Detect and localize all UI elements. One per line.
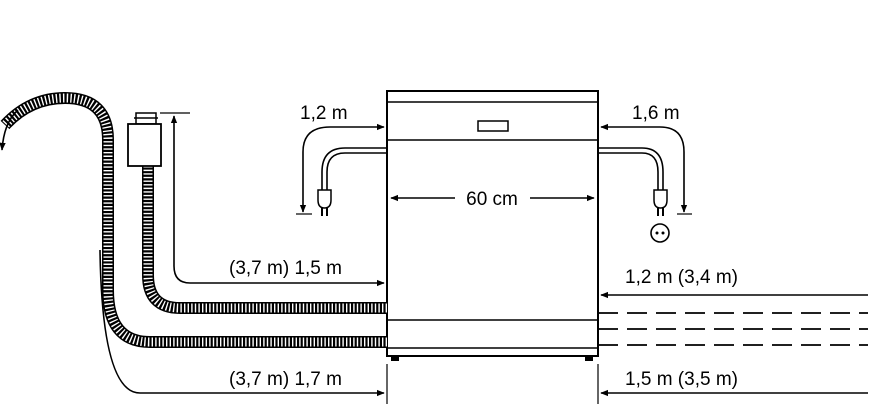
cord-left-label: 1,2 m bbox=[300, 103, 348, 124]
right-cord-dimension bbox=[600, 123, 692, 215]
drain-hose-icon bbox=[0, 91, 387, 348]
inlet-lower-dimension bbox=[597, 364, 868, 404]
control-panel-icon bbox=[477, 120, 509, 132]
cord-right-label: 1,6 m bbox=[632, 103, 680, 124]
drain-flow-arrow bbox=[0, 109, 19, 151]
foot-left-icon bbox=[391, 356, 399, 361]
siphon-icon bbox=[127, 112, 162, 167]
inlet-upper-label: 1,2 m (3,4 m) bbox=[625, 267, 738, 288]
foot-right-icon bbox=[585, 356, 593, 361]
socket-icon bbox=[650, 223, 670, 243]
width-label: 60 cm bbox=[466, 189, 518, 210]
left-power-cord bbox=[321, 147, 387, 190]
drain-lower-dimension bbox=[99, 249, 388, 404]
left-cord-dimension bbox=[296, 123, 385, 215]
inlet-lower-label: 1,5 m (3,5 m) bbox=[625, 369, 738, 390]
plug-icon bbox=[653, 189, 668, 216]
water-inlet-hose-icon bbox=[598, 312, 868, 346]
drain-lower-label: (3,7 m) 1,7 m bbox=[229, 369, 342, 390]
right-power-cord bbox=[598, 147, 664, 190]
dishwasher-body-icon bbox=[386, 90, 599, 361]
drain-upper-dimension bbox=[160, 112, 385, 287]
plug-icon bbox=[317, 189, 332, 216]
drain-upper-label: (3,7 m) 1,5 m bbox=[229, 258, 342, 279]
